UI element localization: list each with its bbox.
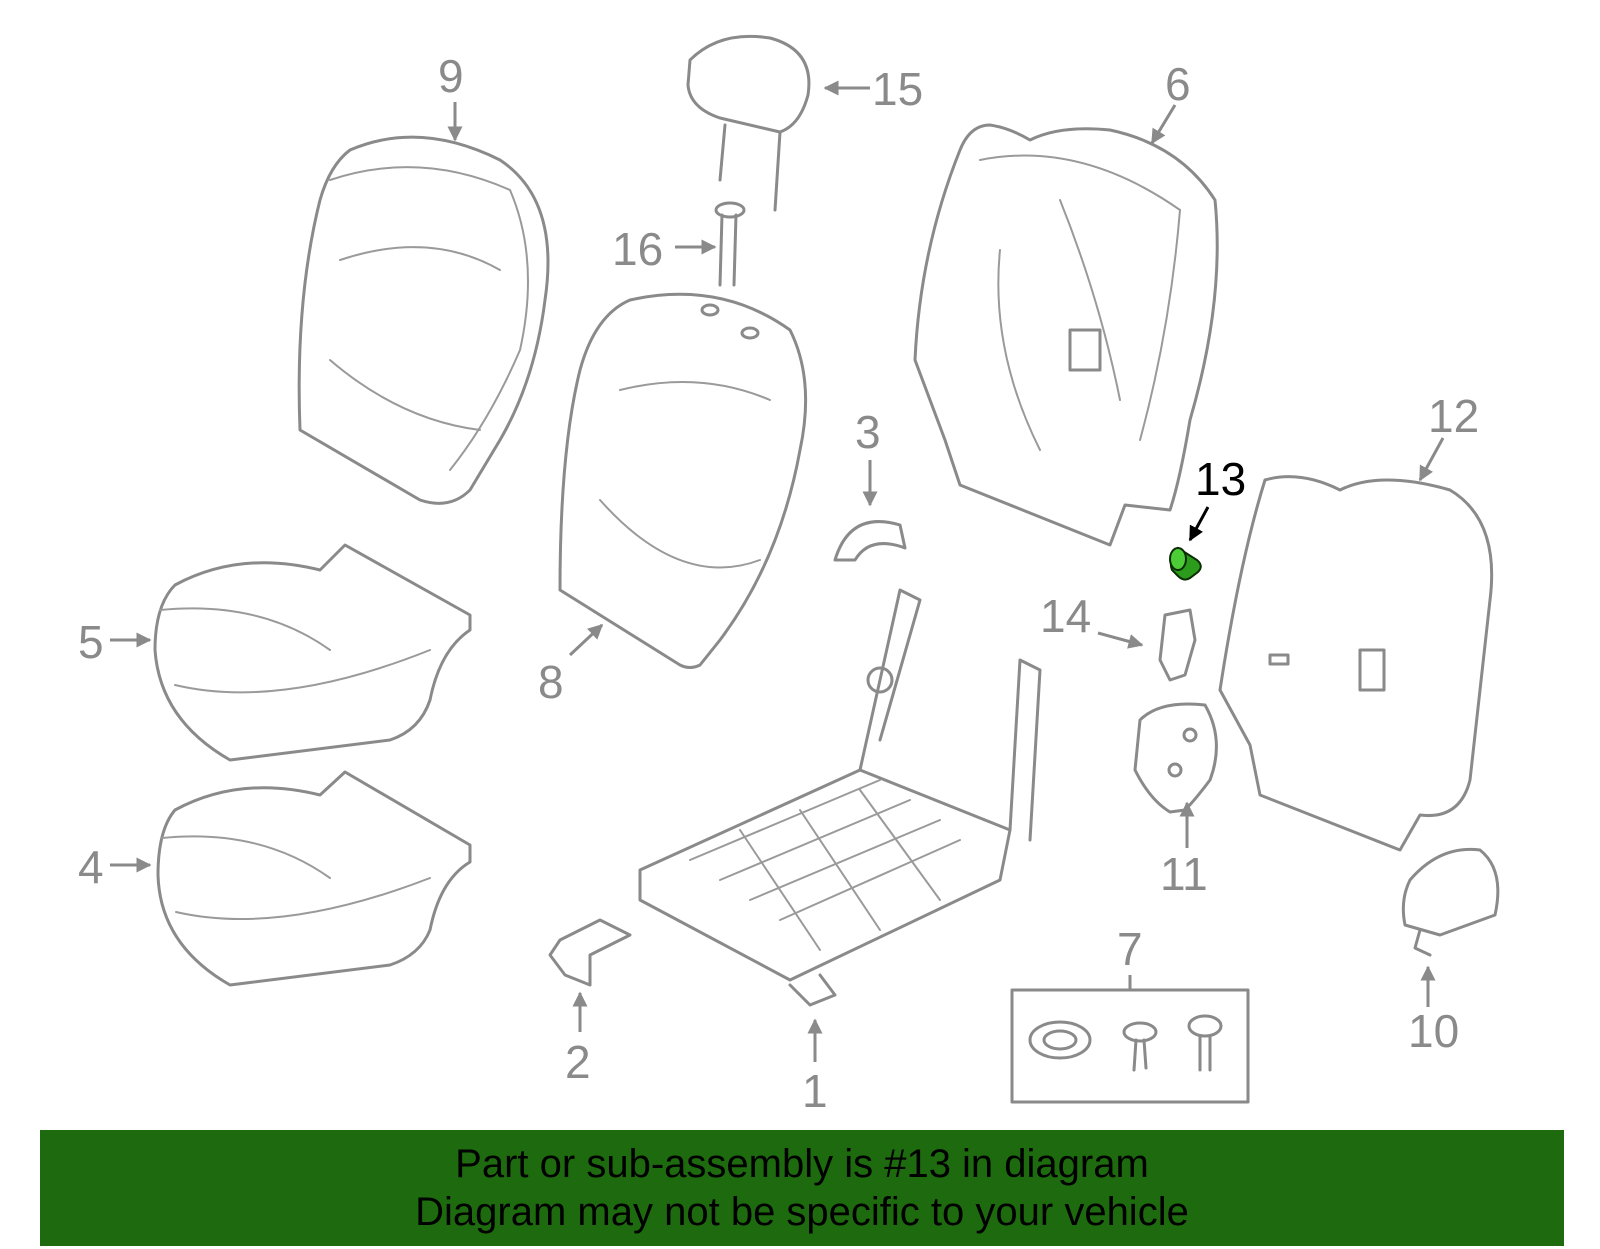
part-12-rear-panel[interactable] xyxy=(1218,475,1494,852)
part-5-cushion-cover[interactable] xyxy=(153,543,472,762)
callout-3: 3 xyxy=(855,406,881,458)
part-9-backrest-cover[interactable] xyxy=(297,135,550,505)
callout-12: 12 xyxy=(1428,390,1479,442)
callout-8: 8 xyxy=(538,656,564,708)
part-11-side-panel[interactable] xyxy=(1133,702,1218,814)
callout-2: 2 xyxy=(565,1036,591,1088)
part-7-hardware-kit[interactable] xyxy=(1010,988,1250,1104)
banner-line-2: Diagram may not be specific to your vehi… xyxy=(415,1190,1189,1234)
part-14-latch[interactable] xyxy=(1158,608,1197,682)
callout-9: 9 xyxy=(438,50,464,102)
callout-7: 7 xyxy=(1117,923,1143,975)
callout-16: 16 xyxy=(612,223,663,275)
leader-arrows xyxy=(110,80,1445,1062)
part-15-headrest[interactable] xyxy=(686,34,811,212)
callout-13: 13 xyxy=(1195,453,1246,505)
callout-10: 10 xyxy=(1408,1005,1459,1057)
callout-14: 14 xyxy=(1040,590,1091,642)
banner-line-1: Part or sub-assembly is #13 in diagram xyxy=(455,1142,1149,1186)
info-banner: Part or sub-assembly is #13 in diagram D… xyxy=(40,1130,1564,1246)
part-8-backrest-pad[interactable] xyxy=(558,292,808,669)
part-2-bracket[interactable] xyxy=(548,918,632,987)
part-1-seat-frame[interactable] xyxy=(638,588,1042,1007)
part-4-cushion-pad[interactable] xyxy=(156,770,472,987)
part-3-trim-clip[interactable] xyxy=(833,520,907,562)
callout-1: 1 xyxy=(802,1065,828,1117)
part-16-headrest-guide[interactable] xyxy=(714,201,746,287)
callout-15: 15 xyxy=(872,63,923,115)
part-10-cap[interactable] xyxy=(1401,847,1500,957)
callout-4: 4 xyxy=(78,841,104,893)
part-6-backrest-frame[interactable] xyxy=(913,123,1219,547)
callout-5: 5 xyxy=(78,616,104,668)
part-13-bushing-highlighted[interactable] xyxy=(1169,546,1202,581)
callout-11: 11 xyxy=(1160,848,1208,900)
callout-6: 6 xyxy=(1165,58,1191,110)
